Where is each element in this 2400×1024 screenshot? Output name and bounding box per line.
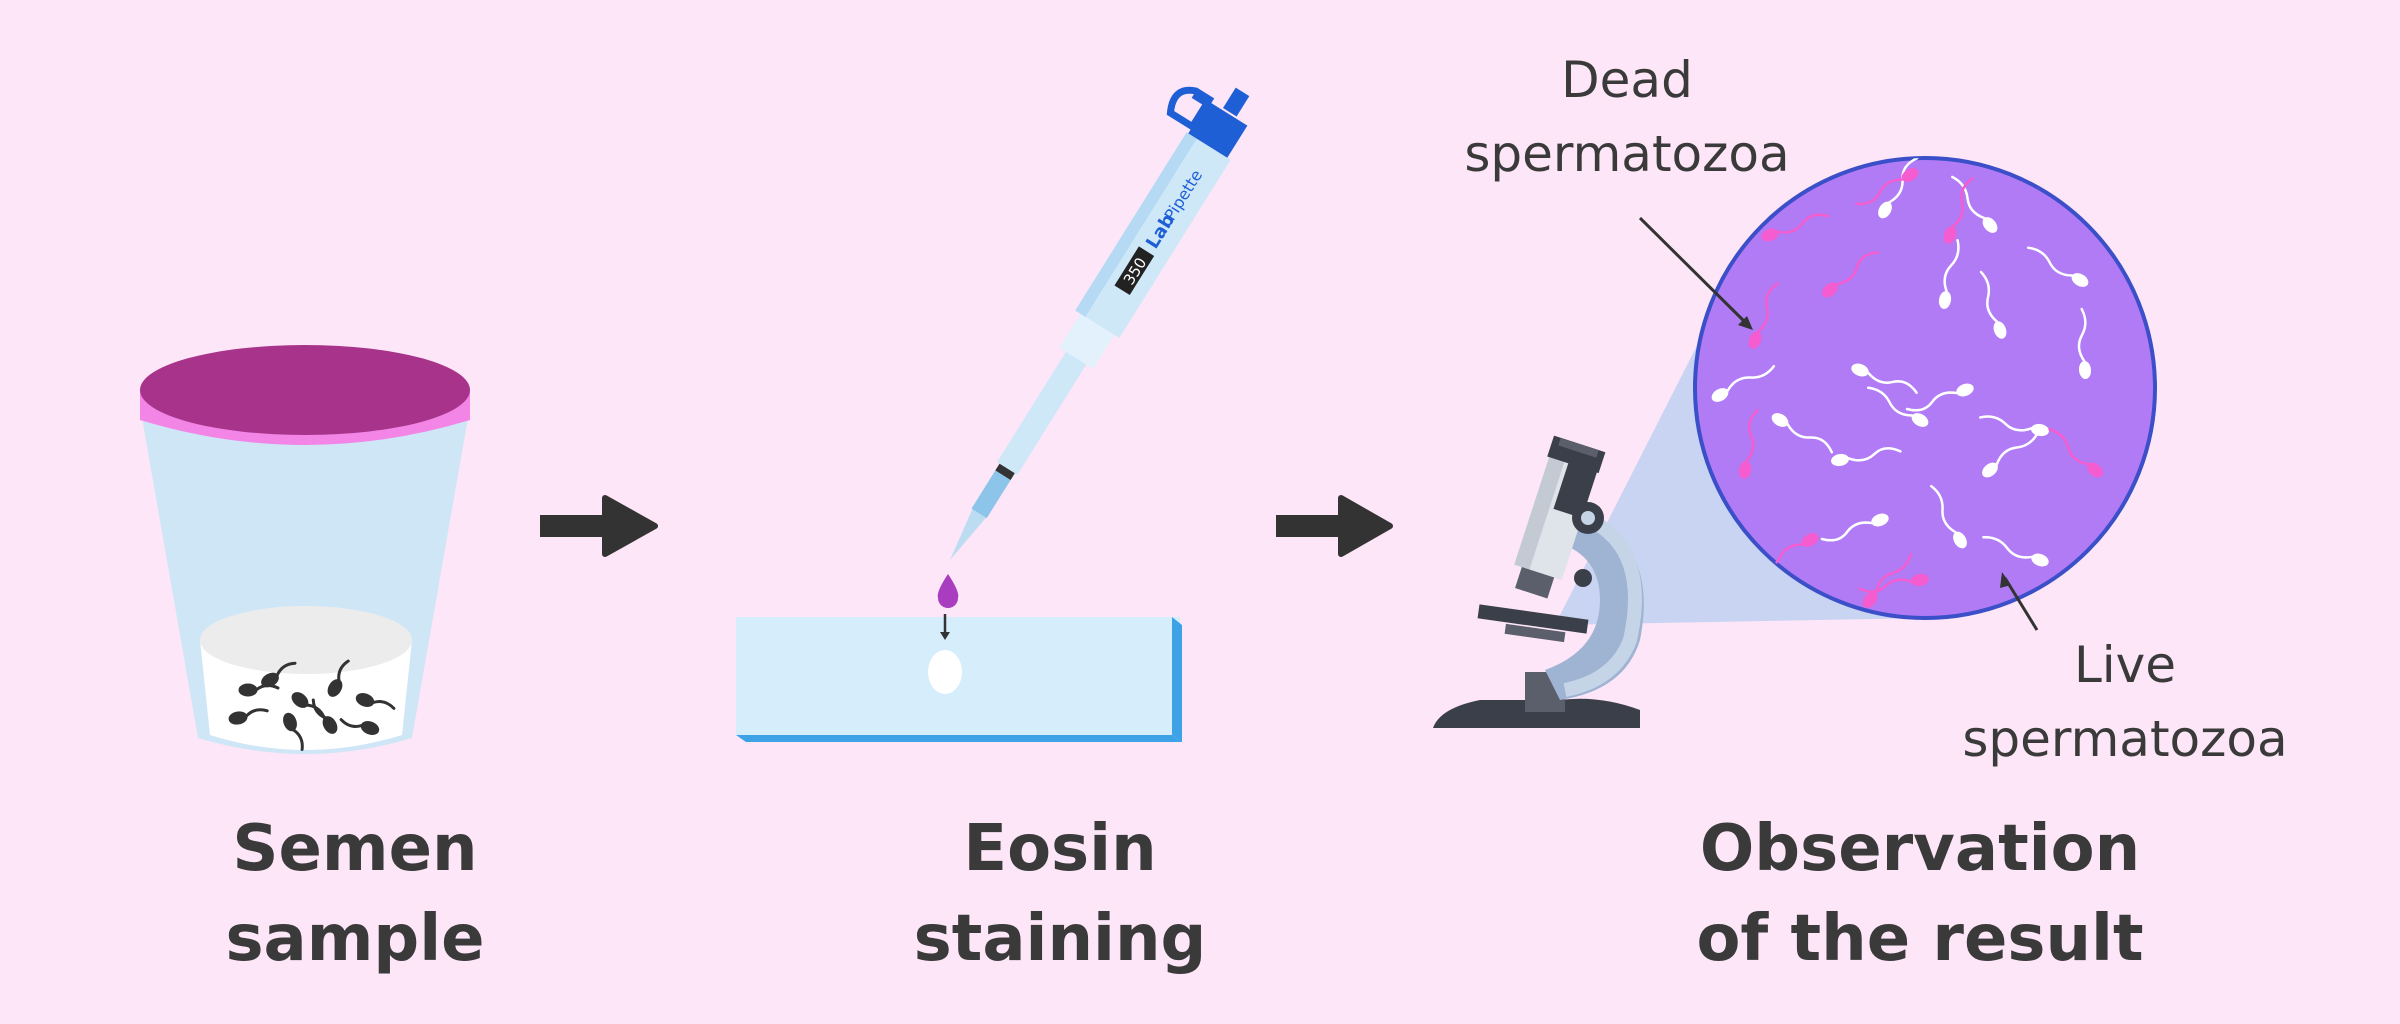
live-sperm (1982, 535, 2049, 567)
dead-sperm (2048, 428, 2103, 478)
live-sperm (1979, 415, 2049, 437)
magnifier-circle-icon (1693, 156, 2157, 620)
eosin-drop-icon (937, 574, 959, 640)
dead-sperm (1761, 213, 1830, 242)
dead-sperm (1862, 553, 1912, 608)
dead-sperm (1822, 251, 1880, 298)
pipette-icon: 350 Lab Pipette (950, 86, 1250, 560)
arrow-icon (540, 495, 658, 557)
live-sperm (1851, 363, 1918, 394)
live-sperm (1711, 364, 1776, 402)
glass-slide-icon (736, 617, 1182, 742)
step-label-observation: Observation of the result (1696, 812, 2144, 976)
live-sperm (1820, 513, 1889, 542)
magnified-sperm-field (1711, 158, 2103, 608)
live-sperm (2077, 307, 2092, 379)
live-sperm (1866, 386, 1929, 427)
live-pointer-arrow (2000, 572, 2039, 631)
live-sperm (1831, 447, 1902, 467)
live-sperm (1982, 431, 2040, 478)
sample-cup-icon (140, 345, 470, 754)
live-sperm (1951, 175, 1998, 233)
dead-sperm (1738, 409, 1759, 479)
live-sperm (1979, 270, 2007, 339)
live-sperm (2026, 246, 2089, 287)
live-spermatozoa-label: Live spermatozoa (1962, 636, 2288, 768)
dead-sperm (1748, 282, 1779, 349)
dead-sperm (2030, 158, 2047, 189)
dead-spermatozoa-label: Dead spermatozoa (1464, 51, 1790, 183)
step-label-semen-sample: Semen sample (225, 812, 485, 976)
live-sperm (1771, 413, 1834, 454)
step-label-eosin-staining: Eosin staining (913, 812, 1207, 976)
dead-sperm (1943, 177, 1974, 244)
live-sperm (1938, 239, 1960, 309)
microscope-icon (1433, 435, 1644, 728)
arrow-icon (1276, 495, 1393, 557)
live-sperm (1905, 383, 1974, 412)
dead-sperm (1858, 573, 1929, 593)
live-sperm (1929, 484, 1967, 549)
dead-sperm (1854, 168, 1919, 206)
dead-pointer-arrow (1638, 216, 1753, 330)
